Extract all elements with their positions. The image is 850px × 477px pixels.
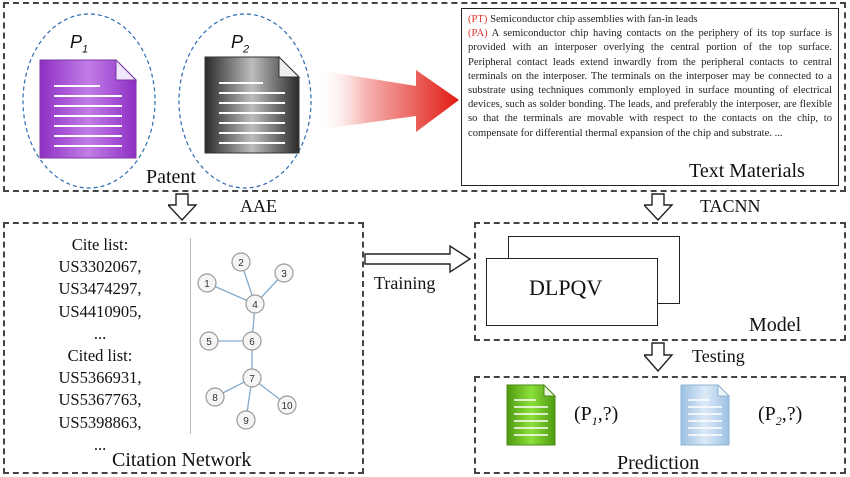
cited-list-title: Cited list: (67, 346, 133, 366)
patent-caption: Patent (146, 166, 196, 188)
down-arrow-testing-icon (644, 342, 674, 372)
pa-text: A semiconductor chip having contacts on … (468, 28, 832, 139)
patent-panel (3, 2, 846, 192)
graph-node-label: 4 (252, 300, 258, 311)
down-arrow-left-icon (168, 193, 198, 221)
cited-list-item: US5367763, (58, 390, 142, 410)
graph-node-label: 10 (281, 401, 293, 412)
graph-node (231, 252, 251, 272)
citation-network-panel (3, 222, 364, 474)
patent-doc-purple-icon (39, 58, 138, 159)
graph-node (197, 273, 217, 293)
model-name: DLPQV (529, 275, 603, 300)
graph-node (277, 395, 297, 415)
text-materials-box: (PT) Semiconductor chip assemblies with … (461, 8, 839, 186)
model-card-front (486, 258, 658, 326)
graph-node-label: 2 (238, 258, 244, 269)
citation-graph: 1 2 3 4 5 6 7 8 9 10 (197, 252, 297, 430)
cite-list-item: US3474297, (58, 279, 142, 299)
prediction-doc-green-icon (506, 384, 556, 446)
graph-node-label: 7 (249, 374, 255, 385)
prediction-caption: Prediction (617, 452, 700, 474)
pa-paragraph: (PA) A semiconductor chip having contact… (468, 27, 832, 141)
p1-label: P1 (70, 32, 89, 56)
citation-network-caption: Citation Network (112, 449, 252, 471)
model-caption: Model (749, 314, 802, 336)
cited-list-item: US5398863, (58, 412, 142, 432)
cite-list-item: US3302067, (58, 257, 142, 277)
pt-text: Semiconductor chip assemblies with fan-i… (490, 14, 698, 25)
graph-node (242, 331, 262, 351)
citation-separator (190, 238, 191, 434)
text-materials-caption: Text Materials (689, 160, 805, 182)
graph-node (274, 263, 294, 283)
graph-node (199, 331, 219, 351)
testing-label: Testing (692, 346, 745, 366)
p1-ellipse (22, 13, 156, 189)
pa-tag: (PA) (468, 28, 488, 40)
cited-list-item: US5366931, (58, 368, 142, 388)
down-arrow-right-icon (644, 193, 674, 221)
prediction-p1: (P1,?) (574, 403, 619, 428)
cited-list-item: ... (93, 434, 107, 454)
cite-list-item: ... (93, 323, 107, 343)
graph-node (245, 294, 265, 314)
p2-label: P2 (231, 32, 250, 56)
graph-node-label: 6 (249, 337, 255, 348)
graph-node-label: 9 (243, 416, 249, 427)
tacnn-label: TACNN (700, 196, 761, 216)
red-arrow-icon (316, 70, 459, 132)
prediction-p2: (P2,?) (758, 403, 803, 428)
graph-node (242, 368, 262, 388)
graph-node (205, 387, 225, 407)
graph-node-label: 8 (212, 393, 218, 404)
p2-ellipse (178, 13, 312, 189)
cite-list: Cite list: US3302067, US3474297, US44109… (50, 234, 150, 456)
cite-list-item: US4410905, (58, 301, 142, 321)
graph-node (236, 410, 256, 430)
prediction-doc-blue-icon (680, 384, 730, 446)
aae-label: AAE (240, 196, 277, 216)
cite-list-title: Cite list: (71, 235, 129, 254)
patent-ellipses (22, 13, 312, 189)
pt-line: (PT) Semiconductor chip assemblies with … (468, 13, 832, 27)
training-label: Training (374, 273, 436, 293)
patent-doc-black-icon (204, 55, 301, 154)
graph-node-label: 1 (204, 279, 210, 290)
prediction-panel (474, 376, 846, 474)
training-arrow-icon (364, 244, 472, 274)
model-panel (474, 222, 846, 341)
pt-tag: (PT) (468, 14, 488, 25)
graph-node-label: 5 (206, 337, 212, 348)
graph-node-label: 3 (281, 269, 287, 280)
